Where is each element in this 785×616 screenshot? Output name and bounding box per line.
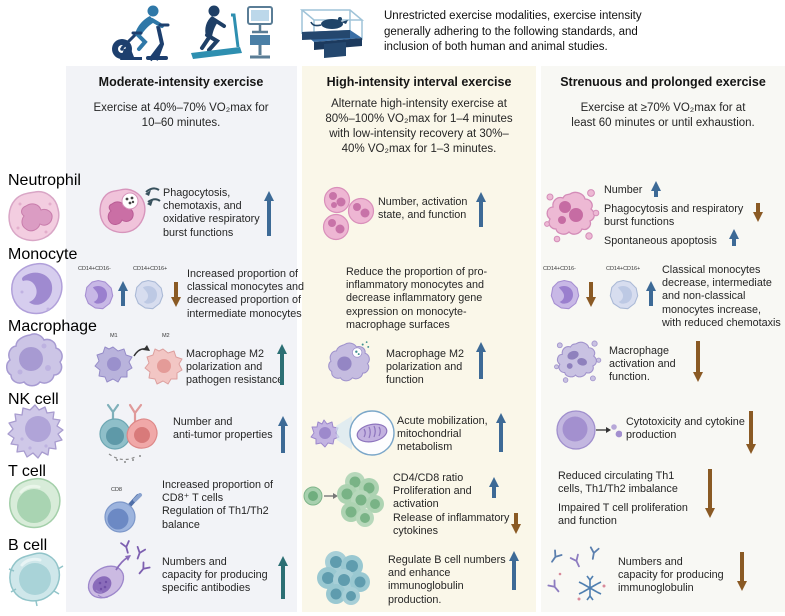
classical-monocyte-icon bbox=[84, 279, 114, 310]
up-arrow-icon bbox=[645, 281, 657, 307]
up-arrow-icon bbox=[277, 556, 289, 600]
nk-cell-icon bbox=[7, 404, 64, 459]
activated-macrophage-icon bbox=[554, 340, 602, 383]
top-description: Unrestricted exercise modalities, exerci… bbox=[384, 10, 642, 53]
up-arrow-icon bbox=[475, 192, 487, 228]
column-moderate-bg bbox=[66, 66, 297, 612]
up-arrow-icon bbox=[728, 229, 740, 247]
up-arrow-icon bbox=[263, 191, 275, 237]
down-arrow-icon bbox=[692, 340, 704, 382]
col-title-moderate: Moderate-intensity exercise bbox=[98, 75, 264, 89]
row-label-nk: NK cell bbox=[8, 391, 59, 408]
up-arrow-icon bbox=[650, 181, 662, 198]
down-arrow-icon bbox=[585, 281, 597, 307]
row-label-neutrophil: Neutrophil bbox=[8, 172, 81, 189]
row-label-tcell: T cell bbox=[8, 463, 46, 480]
macrophage-cell-icon bbox=[6, 333, 63, 387]
row-label-bcell: B cell bbox=[8, 537, 48, 554]
column-strenuous-bg bbox=[541, 66, 785, 612]
nonclassical-monocyte-icon bbox=[609, 279, 639, 310]
cd8-tcell-icon bbox=[104, 493, 142, 533]
down-arrow-icon bbox=[752, 202, 764, 222]
row-label-macrophage: Macrophage bbox=[8, 318, 97, 335]
tcell-proliferation-icon bbox=[303, 472, 384, 527]
up-arrow-icon bbox=[276, 344, 288, 386]
cd14-cd16neg-label: CD14+CD16- bbox=[543, 266, 576, 272]
down-arrow-icon bbox=[510, 512, 522, 534]
neutrophil-cell-icon bbox=[8, 190, 60, 242]
col-title-hiit: High-intensity interval exercise bbox=[326, 75, 512, 89]
plasma-cell-antibody-icon bbox=[87, 540, 151, 599]
cd14-cd16pos-label: CD14+CD16+ bbox=[133, 266, 168, 272]
entry-text: Spontaneous apoptosis bbox=[604, 235, 717, 247]
animal-treadmill-chamber-icon bbox=[299, 9, 365, 58]
up-arrow-icon bbox=[488, 477, 500, 499]
up-arrow-icon bbox=[117, 281, 129, 307]
row-label-monocyte: Monocyte bbox=[8, 246, 78, 263]
t-cell-icon bbox=[9, 477, 61, 529]
apoptotic-neutrophil-icon bbox=[544, 189, 600, 243]
cd8-label: CD8 bbox=[111, 487, 122, 493]
down-arrow-icon bbox=[736, 551, 748, 591]
m1-label: M1 bbox=[110, 333, 118, 339]
cd14-cd16pos-label: CD14+CD16+ bbox=[606, 266, 641, 272]
entry-text: Number bbox=[604, 184, 643, 196]
up-arrow-icon bbox=[508, 551, 520, 591]
bcell-cluster-icon bbox=[317, 551, 370, 605]
macrophage-m2-icon bbox=[328, 341, 370, 382]
exercise-bike-icon bbox=[112, 5, 170, 62]
intermediate-monocyte-icon bbox=[134, 279, 164, 310]
neutrophil-phagocytosis-icon bbox=[99, 187, 161, 234]
col-title-strenuous: Strenuous and prolonged exercise bbox=[560, 75, 766, 89]
b-cell-icon bbox=[8, 552, 64, 607]
down-arrow-icon bbox=[704, 468, 716, 518]
m1-to-m2-icon bbox=[94, 345, 183, 385]
treadmill-with-monitor-icon bbox=[191, 5, 273, 59]
nk-antitumor-icon bbox=[99, 403, 158, 463]
nk-mitochondria-icon bbox=[310, 410, 395, 456]
up-arrow-icon bbox=[277, 416, 289, 454]
cd14-cd16neg-label: CD14+CD16- bbox=[78, 266, 111, 272]
down-arrow-icon bbox=[170, 281, 182, 307]
column-hiit-bg bbox=[302, 66, 536, 612]
up-arrow-icon bbox=[475, 342, 487, 380]
antibodies-icon bbox=[547, 546, 606, 601]
up-arrow-icon bbox=[495, 413, 507, 453]
m2-label: M2 bbox=[162, 333, 170, 339]
monocyte-cell-icon bbox=[11, 262, 63, 315]
classical-monocyte-icon bbox=[550, 279, 580, 310]
nk-secretion-icon bbox=[556, 410, 622, 450]
entry-text: Reduce the proportion of pro-inflammator… bbox=[346, 266, 488, 331]
down-arrow-icon bbox=[745, 410, 757, 454]
neutrophil-cluster-icon bbox=[322, 186, 375, 241]
